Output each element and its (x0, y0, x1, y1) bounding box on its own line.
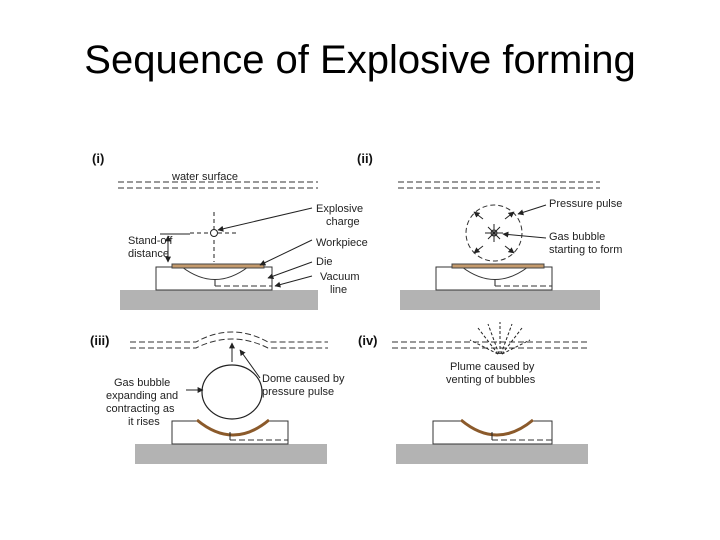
pressure-pulse-label: Pressure pulse (549, 198, 622, 210)
workpiece-label: Workpiece (316, 237, 368, 249)
gas-bubble-label: Gas bubble (549, 231, 605, 243)
panel-4: (iv) Plume caused by venting of bubbles (358, 322, 588, 464)
panel-2-number: (ii) (357, 151, 373, 166)
svg-text:it rises: it rises (128, 416, 160, 428)
svg-text:venting of bubbles: venting of bubbles (446, 374, 536, 386)
panel-3: (iii) Gas bubble expanding and contracti… (90, 331, 345, 464)
dome-surface (130, 331, 328, 343)
explosive-charge (210, 229, 218, 237)
dome-label: Dome caused by (262, 373, 345, 385)
plume-label: Plume caused by (450, 361, 535, 373)
gas-bubble (201, 364, 263, 420)
svg-text:expanding and: expanding and (106, 390, 178, 402)
gas-bubble-star (485, 224, 503, 242)
workpiece (451, 263, 545, 269)
die (155, 266, 273, 291)
svg-text:pressure pulse: pressure pulse (262, 386, 334, 398)
svg-text:line: line (330, 284, 347, 296)
plume (469, 322, 531, 355)
svg-text:distance: distance (128, 248, 169, 260)
formed-workpiece (196, 418, 270, 437)
ground (120, 290, 318, 310)
gas-bubble-label: Gas bubble (114, 377, 170, 389)
panel-2: (ii) Pressure pulse Gas bubble starting … (357, 151, 622, 310)
panel-3-number: (iii) (90, 333, 110, 348)
panel-1-number: (i) (92, 151, 104, 166)
slide-title: Sequence of Explosive forming (84, 38, 636, 82)
svg-text:starting to form: starting to form (549, 244, 622, 256)
ground (400, 290, 600, 310)
water-surface-label: water surface (171, 171, 238, 183)
panel-1: (i) water surface Explosive charge Stand… (92, 151, 368, 310)
explosive-charge-label: Explosive (316, 203, 363, 215)
ground (396, 444, 588, 464)
standoff-label: Stand-off (128, 235, 173, 247)
pressure-pulse-circle (465, 204, 523, 262)
svg-text:charge: charge (326, 216, 360, 228)
die-label: Die (316, 256, 333, 268)
ground (135, 444, 327, 464)
formed-workpiece (460, 418, 534, 437)
die (435, 266, 553, 291)
workpiece (171, 263, 265, 269)
panel-4-number: (iv) (358, 333, 378, 348)
vacuum-label: Vacuum (320, 271, 360, 283)
svg-text:contracting as: contracting as (106, 403, 175, 415)
